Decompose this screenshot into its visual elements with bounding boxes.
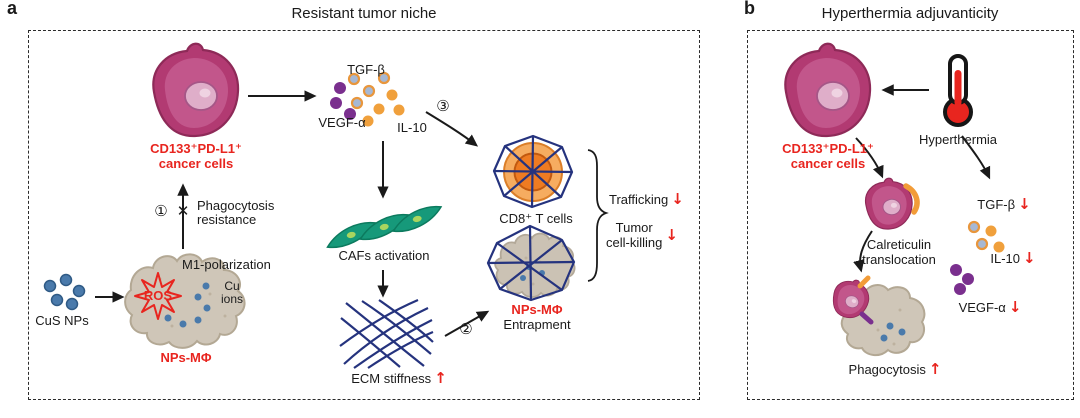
il-10-text: IL-10 — [990, 251, 1021, 266]
panel-a-border — [28, 30, 700, 400]
cu-ions-label: Cu ions — [221, 280, 243, 306]
arrow-calreticulin-to-phagocytosis — [853, 230, 873, 273]
vegf-alpha-label-b: VEGF-α ↓ — [958, 298, 1022, 316]
down-arrow-icon: ↓ — [1023, 249, 1036, 267]
phagocytosis-resistance-line2: resistance — [197, 212, 257, 227]
arrow-hyperthermia-to-cytokines — [961, 135, 991, 180]
step-3-badge: ③ — [436, 98, 450, 115]
ecm-fiber-mesh — [339, 298, 434, 369]
tumor-cell-killing-lines: Tumor cell-killing — [606, 220, 662, 250]
cancer-cells-line1: CD133⁺PD-L1⁺ — [782, 141, 874, 156]
ecm-stiffness-label: ECM stiffness ↑ — [351, 369, 447, 387]
cytokine-column-dots — [950, 220, 1005, 295]
cancer-cells-label-b: CD133⁺PD-L1⁺ cancer cells — [782, 141, 874, 171]
trafficking-label: Trafficking ↓ — [609, 190, 684, 208]
nps-macrophage-label: NPs-MΦ — [160, 350, 212, 365]
arrow-cytokines-to-cd8 — [425, 111, 479, 147]
tgf-beta-text: TGF-β — [977, 197, 1016, 212]
cu-ion-dots — [194, 282, 211, 312]
cytokine-cluster — [330, 71, 405, 127]
panel-a-corner-label: a — [7, 0, 18, 18]
phagocytosis-label-b: Phagocytosis ↑ — [848, 360, 942, 378]
up-arrow-icon: ↑ — [928, 360, 942, 378]
panel-a-title: Resistant tumor niche — [291, 5, 437, 22]
entrapment-line1: NPs-MΦ — [511, 302, 563, 317]
down-arrow-icon: ↓ — [665, 225, 678, 244]
panel-b-title: Hyperthermia adjuvanticity — [821, 5, 999, 22]
vegf-alpha-text: VEGF-α — [958, 300, 1006, 315]
cancer-cell-a — [152, 42, 240, 138]
il-10-label: IL-10 — [397, 120, 427, 135]
tgf-beta-label-b: TGF-β ↓ — [977, 195, 1031, 213]
cancer-cells-label-a: CD133⁺PD-L1⁺ cancer cells — [150, 141, 242, 171]
cus-nps-label: CuS NPs — [35, 313, 89, 328]
entrapment-line2: Entrapment — [503, 317, 571, 332]
down-arrow-icon: ↓ — [1018, 195, 1031, 213]
down-arrow-icon: ↓ — [671, 190, 684, 208]
calreticulin-label: Calreticulin translocation — [862, 237, 936, 267]
il-10-label-b: IL-10 ↓ — [990, 249, 1036, 267]
trafficking-text: Trafficking — [609, 192, 669, 207]
cd8-t-cells-label: CD8⁺ T cells — [499, 211, 573, 226]
vegf-alpha-label: VEGF-α — [318, 115, 366, 130]
phagocytosis-resistance-label: Phagocytosis resistance — [197, 199, 274, 227]
tumor-cell-killing-label: Tumor cell-killing ↓ — [606, 220, 678, 250]
hyperthermia-label: Hyperthermia — [918, 132, 998, 147]
cancer-cells-line2: cancer cells — [158, 156, 234, 171]
phagocytosis-text: Phagocytosis — [848, 362, 926, 377]
blocked-cross-icon: ✕ — [176, 203, 190, 220]
calreticulin-cell — [864, 177, 920, 230]
engulfed-cancer-cell — [826, 273, 875, 325]
cancer-cells-line2: cancer cells — [790, 156, 866, 171]
brace — [587, 149, 609, 282]
cu-ions-line1: Cu — [224, 279, 240, 293]
cu-ions-line2: ions — [220, 292, 244, 306]
tgf-beta-label: TGF-β — [347, 62, 385, 77]
step-1-badge: ① — [154, 203, 168, 220]
entrapment-label: NPs-MΦ Entrapment — [503, 302, 570, 332]
ros-burst-icon — [134, 272, 182, 320]
arrow-ecm-to-entrapment — [444, 310, 490, 337]
down-arrow-icon: ↓ — [1008, 298, 1022, 316]
panel-b-corner-label: b — [744, 0, 755, 18]
up-arrow-icon: ↑ — [434, 369, 447, 387]
calreticulin-line1: Calreticulin — [866, 237, 932, 252]
cd8-entrapment-net — [492, 134, 574, 209]
tumor-cell-killing-line2: cell-killing — [606, 235, 663, 250]
phagocytosis-resistance-line1: Phagocytosis — [197, 198, 275, 213]
step-2-badge: ② — [459, 321, 473, 338]
cafs-activation-label: CAFs activation — [338, 248, 430, 263]
caf-cells — [323, 203, 446, 251]
ecm-stiffness-text: ECM stiffness — [351, 371, 432, 386]
tumor-cell-killing-line1: Tumor — [615, 220, 653, 235]
nps-macrophage-cell — [124, 253, 246, 349]
panel-b-border — [747, 30, 1074, 400]
cus-nanoparticles — [43, 273, 86, 311]
macrophage-entrapment-net — [486, 224, 576, 302]
calreticulin-line2: translocation — [862, 252, 936, 267]
arrow-cell-to-calreticulin — [855, 137, 884, 179]
cancer-cells-line1: CD133⁺PD-L1⁺ — [150, 141, 242, 156]
thermometer-icon — [943, 54, 973, 127]
ros-label: ROS — [143, 288, 173, 303]
cancer-cell-b — [784, 42, 872, 138]
m1-polarization-label: M1-polarization — [182, 257, 271, 272]
